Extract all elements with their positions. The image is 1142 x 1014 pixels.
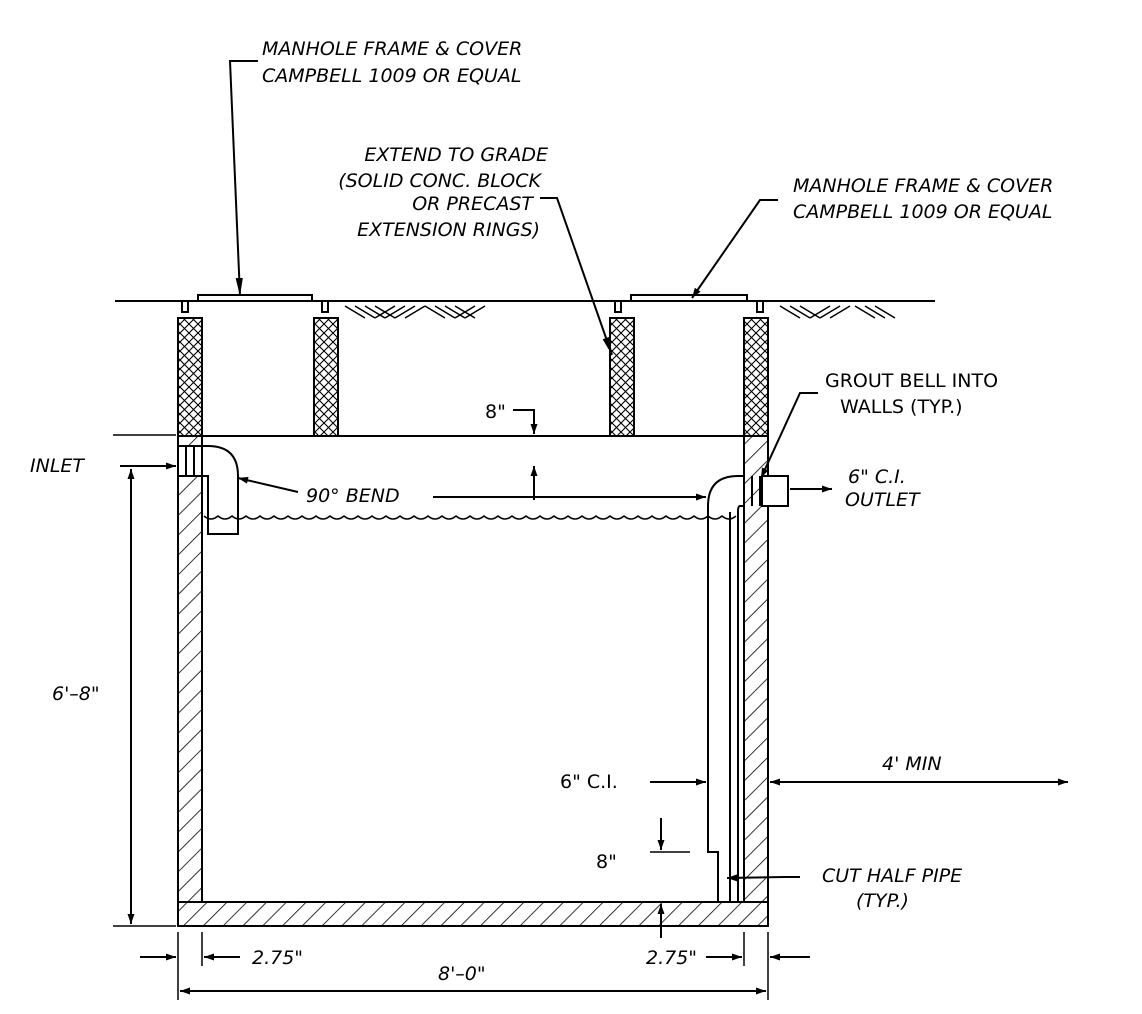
inlet-pipe (177, 445, 239, 535)
manhole-frame-left (181, 294, 329, 313)
label-wall-right: 2.75" (646, 947, 697, 969)
label-frame-right-2: CAMPBELL 1009 OR EQUAL (793, 201, 1052, 223)
soil-hatch-left (344, 305, 486, 319)
riser-wall-right-outer (743, 317, 769, 437)
tank-wall-right (743, 435, 769, 927)
label-slab-thickness: 8" (485, 401, 506, 423)
riser-wall-left-inner (313, 317, 339, 437)
label-frame-left-1: MANHOLE FRAME & COVER (262, 38, 522, 60)
label-bend: 90° BEND (306, 485, 400, 507)
label-extend-3: OR PRECAST (412, 193, 534, 215)
leader-frame-right (691, 199, 778, 299)
tank-wall-left (177, 435, 203, 927)
leader-frame-left (228, 60, 258, 297)
tank-floor (177, 901, 769, 927)
label-extend-1: EXTEND TO GRADE (364, 144, 548, 166)
label-cut-half-pipe-1: CUT HALF PIPE (822, 865, 962, 887)
label-min-distance: 4' MIN (882, 753, 942, 775)
riser-wall-left-outer (177, 317, 203, 437)
label-extend-4: EXTENSION RINGS) (357, 219, 540, 241)
label-outlet-2: OUTLET (845, 489, 921, 511)
label-grout-1: GROUT BELL INTO (825, 370, 998, 392)
label-cut-gap: 8" (596, 851, 617, 873)
leader-grout (760, 392, 818, 479)
label-depth: 6'–8" (52, 683, 100, 705)
soil-hatch-right (779, 305, 896, 319)
label-outlet-1: 6" C.I. (848, 466, 906, 488)
label-pipe-ci: 6" C.I. (560, 771, 618, 793)
label-frame-left-2: CAMPBELL 1009 OR EQUAL (262, 65, 521, 87)
label-width: 8'–0" (438, 963, 486, 985)
label-inlet: INLET (30, 455, 85, 477)
outlet-pipe (707, 475, 789, 902)
label-frame-right-1: MANHOLE FRAME & COVER (793, 175, 1053, 197)
riser-wall-right-inner (609, 317, 635, 437)
label-grout-2: WALLS (TYP.) (840, 396, 963, 418)
water-surface (203, 515, 737, 520)
label-extend-2: (SOLID CONC. BLOCK (338, 170, 542, 192)
manhole-frame-right (614, 294, 764, 313)
leader-extend-to-grade (540, 197, 613, 356)
label-cut-half-pipe-2: (TYP.) (856, 890, 909, 912)
label-wall-left: 2.75" (252, 947, 303, 969)
